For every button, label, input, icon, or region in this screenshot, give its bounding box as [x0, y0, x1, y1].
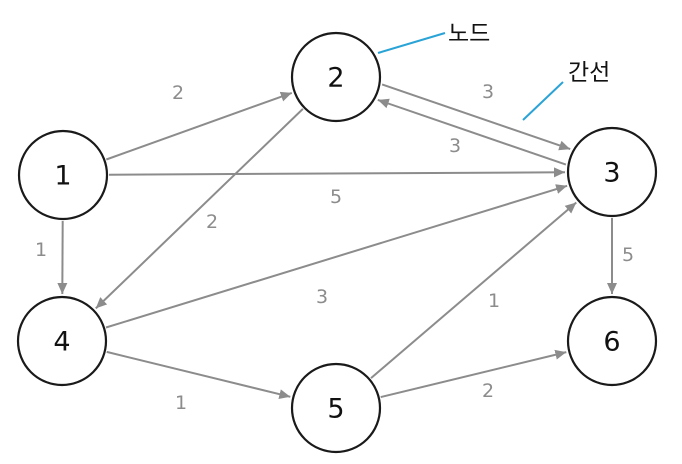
node-circle-2: [290, 31, 382, 123]
edge-callout-line: [522, 81, 564, 121]
edge-weight-3-to-6: 5: [622, 244, 634, 266]
node-callout-line: [377, 32, 446, 54]
edge-weight-2-to-4: 2: [206, 211, 218, 233]
edge-weight-2-to-3: 3: [482, 81, 494, 103]
edge-4-to-3: [105, 184, 568, 329]
edge-5-to-6: [380, 349, 567, 399]
edge-weights-layer: 2 5 1 3 2 3 5 3 1 1 2: [35, 81, 634, 414]
node-label-2: 2: [327, 63, 344, 94]
edge-weight-4-to-3: 3: [316, 286, 328, 308]
nodes-layer: 1 2 3 4 5 6: [16, 31, 658, 454]
node-callout-label: 노드: [448, 21, 490, 47]
node-label-1: 1: [54, 161, 71, 192]
edge-2-to-3: [381, 83, 571, 151]
node-3: 3: [566, 126, 658, 218]
edge-1-to-2: [105, 91, 293, 161]
node-circle-5: [290, 362, 382, 454]
edge-5-to-3: [370, 201, 577, 379]
node-6: 6: [566, 295, 658, 387]
edge-2-to-4: [95, 108, 304, 310]
node-circle-6: [566, 295, 658, 387]
node-5: 5: [290, 362, 382, 454]
edges-layer: [57, 83, 617, 400]
node-label-4: 4: [53, 327, 70, 358]
node-label-3: 3: [603, 158, 620, 189]
edge-weight-1-to-2: 2: [172, 82, 184, 104]
edge-callout-label: 간선: [568, 60, 610, 86]
node-circle-1: [17, 129, 109, 221]
edge-weight-4-to-5: 1: [175, 392, 187, 414]
edge-weight-3-to-2: 3: [449, 135, 461, 157]
node-label-6: 6: [603, 327, 620, 358]
edge-weight-1-to-3: 5: [330, 186, 342, 208]
edge-weight-5-to-6: 2: [482, 380, 494, 402]
node-4: 4: [16, 295, 108, 387]
node-circle-4: [16, 295, 108, 387]
edge-3-to-2: [377, 98, 567, 166]
edge-4-to-5: [106, 350, 291, 400]
node-2: 2: [290, 31, 382, 123]
node-label-5: 5: [327, 394, 344, 425]
edge-1-to-3: [108, 167, 566, 178]
node-1: 1: [17, 129, 109, 221]
node-circle-3: [566, 126, 658, 218]
edge-weight-1-to-4: 1: [35, 239, 47, 261]
callouts-layer: 노드 간선: [377, 21, 610, 121]
edge-weight-5-to-3: 1: [488, 290, 500, 312]
